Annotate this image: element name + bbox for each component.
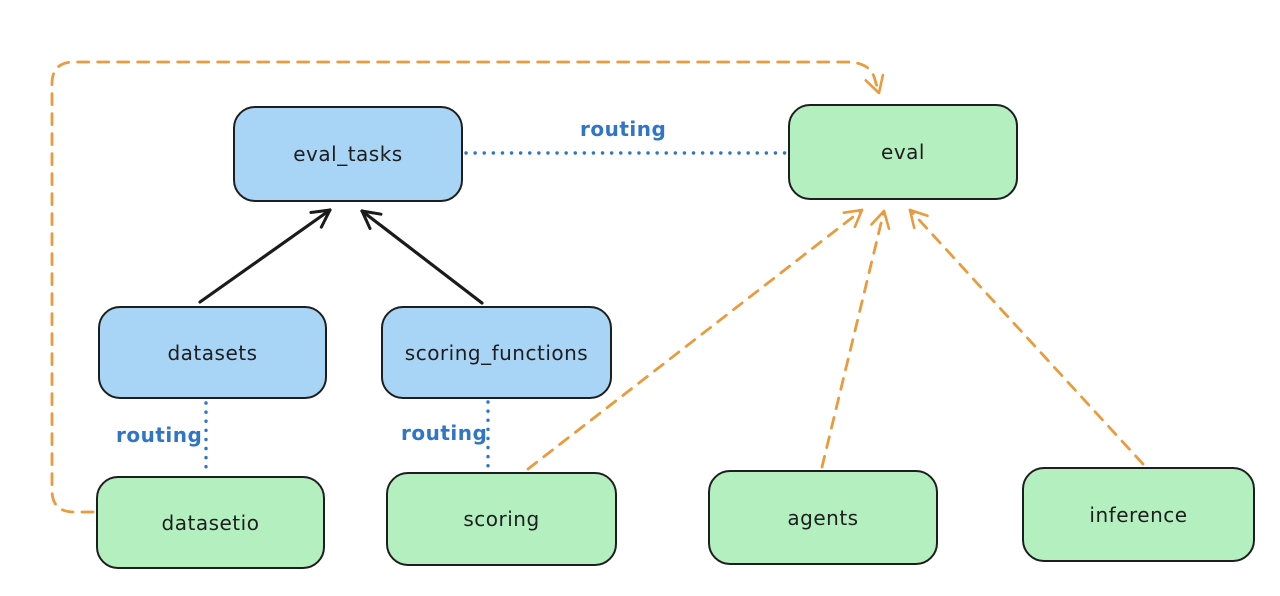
node-datasets-label: datasets (167, 340, 258, 365)
node-scoring-functions: scoring_functions (381, 306, 612, 399)
node-scoring-label: scoring (463, 507, 540, 531)
node-datasetio-label: datasetio (161, 510, 260, 535)
edge-label-routing-datasets-datasetio: routing (116, 423, 203, 447)
node-datasets: datasets (98, 306, 327, 399)
node-eval: eval (788, 104, 1018, 200)
edge-scoring-to-eval (526, 208, 864, 471)
edge-scoring-functions-to-eval-tasks (360, 209, 484, 305)
node-scoring: scoring (386, 472, 617, 566)
edge-agents-to-eval (820, 209, 891, 469)
node-eval-tasks: eval_tasks (233, 106, 463, 202)
edge-label-routing-eval-tasks-eval: routing (580, 117, 667, 141)
node-scoring-functions-label: scoring_functions (404, 340, 589, 365)
node-agents-label: agents (787, 505, 859, 530)
node-inference: inference (1022, 467, 1255, 562)
node-agents: agents (708, 470, 938, 565)
edge-datasetio-to-eval-loop (50, 60, 885, 514)
edge-inference-to-eval (908, 208, 1145, 466)
node-inference-label: inference (1089, 502, 1188, 527)
node-eval-label: eval (881, 140, 925, 164)
node-eval-tasks-label: eval_tasks (293, 142, 403, 166)
node-datasetio: datasetio (96, 476, 325, 569)
edge-datasets-to-eval-tasks (198, 208, 332, 304)
edge-label-routing-scoring-functions-scoring: routing (401, 421, 488, 445)
